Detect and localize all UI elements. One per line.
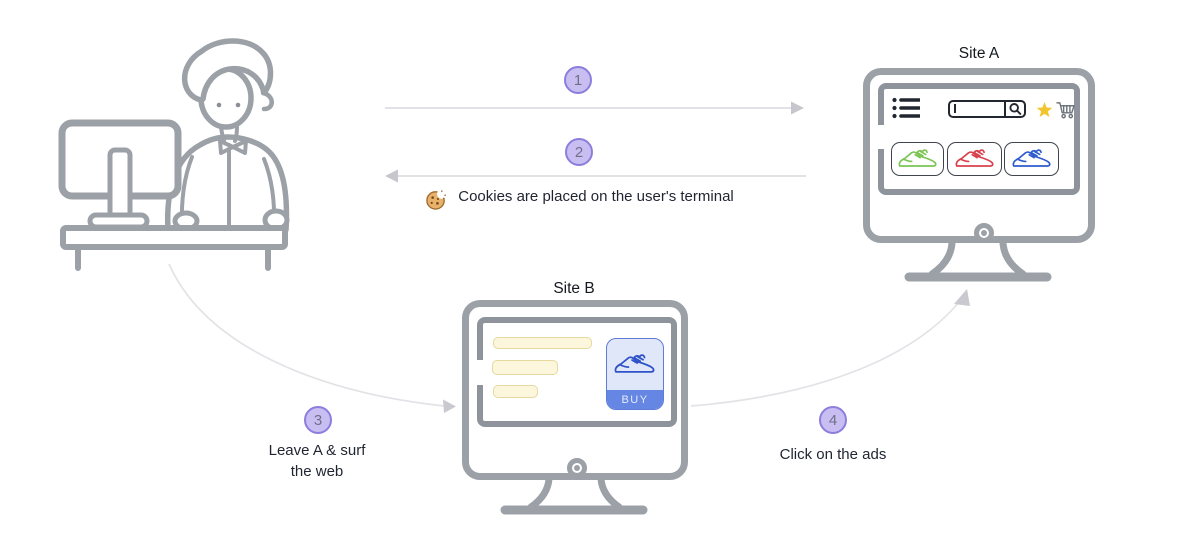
monitor-power-button (974, 223, 994, 243)
blue-sneaker-icon (1011, 146, 1053, 172)
product-card-blue-shoe (1004, 142, 1059, 176)
placeholder-text-bar (493, 385, 538, 398)
red-sneaker-icon (954, 146, 996, 172)
step-2-number: 2 (574, 143, 584, 161)
placeholder-text-bar (492, 360, 558, 375)
screen-border-notch (475, 360, 485, 385)
site-b-screen: BUY (477, 317, 677, 427)
menu-list-icon (892, 97, 920, 119)
site-a-label: Site A (958, 45, 1000, 62)
curve-step3 (168, 263, 456, 413)
retargeting-ad-card: BUY (606, 338, 664, 410)
user-at-desk-illustration (58, 38, 290, 271)
search-input (948, 100, 1026, 118)
ad-sneaker-icon (613, 351, 657, 378)
arrow-step2 (385, 169, 806, 183)
site-a-screen (878, 83, 1080, 195)
site-b-label: Site B (553, 280, 595, 297)
site-a-monitor (863, 68, 1095, 243)
search-icon (1008, 102, 1021, 115)
step-1-badge: 1 (564, 66, 592, 94)
step-1-number: 1 (573, 71, 583, 89)
screen-border-notch (876, 125, 886, 149)
step-2-caption: Cookies are placed on the user's termina… (425, 186, 737, 211)
product-card-green-shoe (891, 142, 944, 176)
site-b-monitor: BUY (462, 300, 688, 480)
text-cursor (954, 104, 956, 113)
site-a-monitor-stand (904, 239, 1052, 282)
cookie-icon (426, 188, 448, 210)
shopping-cart-icon (1056, 102, 1075, 119)
arrow-step1 (385, 101, 804, 115)
star-icon (1036, 102, 1053, 118)
placeholder-text-bar (493, 337, 592, 349)
search-button (1004, 102, 1024, 116)
green-sneaker-icon (897, 146, 939, 172)
step-3-badge: 3 (304, 406, 332, 434)
cookies-note-text: Cookies are placed on the user's termina… (458, 188, 734, 205)
step-4-number: 4 (828, 411, 838, 429)
product-card-red-shoe (947, 142, 1002, 176)
step-3-number: 3 (313, 411, 323, 429)
step-4-badge: 4 (819, 406, 847, 434)
step-3-caption: Leave A & surf the web (268, 442, 366, 481)
step-2-badge: 2 (565, 138, 593, 166)
curve-step4 (690, 289, 970, 407)
step-4-caption: Click on the ads (779, 446, 887, 463)
monitor-power-button (567, 458, 587, 478)
site-b-monitor-stand (500, 475, 648, 515)
buy-button: BUY (607, 390, 663, 409)
